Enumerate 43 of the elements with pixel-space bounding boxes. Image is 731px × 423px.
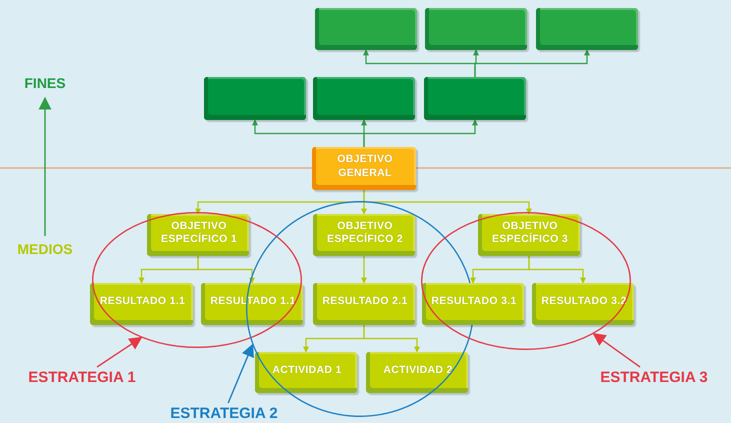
arrow [38, 96, 52, 236]
empty-box [424, 77, 526, 120]
connector-arrow [363, 190, 532, 215]
connector-arrow [363, 119, 478, 147]
arrow [96, 336, 142, 368]
axis-label: FINES [24, 75, 66, 91]
arrow [592, 333, 640, 368]
strategy-ellipse [92, 212, 302, 348]
empty-box [425, 8, 527, 50]
empty-box [536, 8, 638, 50]
connector-arrow [197, 256, 255, 284]
objective-box [147, 214, 249, 256]
box-label: OBJETIVO GENERAL [336, 153, 394, 180]
empty-box [313, 77, 415, 120]
box-label: RESULTADO 3.1 [431, 295, 517, 309]
result-box [532, 283, 634, 325]
box-label: RESULTADO 3.2 [541, 295, 627, 309]
activity-box [255, 352, 357, 393]
box-label: ACTIVIDAD 1 [272, 364, 342, 378]
empty-box [204, 77, 306, 120]
box-label: OBJETIVO ESPECÍFICO 2 [326, 220, 404, 246]
box-label: OBJETIVO ESPECÍFICO 1 [160, 220, 238, 246]
box-label: RESULTADO 1.1 [100, 295, 186, 309]
connector-arrow [361, 256, 367, 284]
result-box [313, 283, 415, 325]
objective-box [313, 214, 415, 256]
activity-box [366, 352, 468, 393]
connector-arrow [363, 325, 420, 353]
strategy-label: ESTRATEGIA 1 [28, 368, 136, 386]
arrow [228, 344, 254, 404]
result-box [422, 283, 524, 325]
strategy-label: ESTRATEGIA 3 [600, 368, 708, 386]
empty-box [315, 8, 417, 50]
goal-box [312, 147, 416, 190]
axis-label: MEDIOS [17, 241, 73, 257]
objective-box [478, 214, 580, 256]
box-label: OBJETIVO ESPECÍFICO 3 [491, 220, 569, 246]
result-box [90, 283, 193, 325]
strategy-label: ESTRATEGIA 2 [170, 404, 278, 422]
strategy-ellipse [421, 212, 631, 350]
box-label: RESULTADO 2.1 [322, 295, 408, 309]
connector-arrow [528, 256, 586, 284]
connector-arrow [474, 49, 590, 77]
